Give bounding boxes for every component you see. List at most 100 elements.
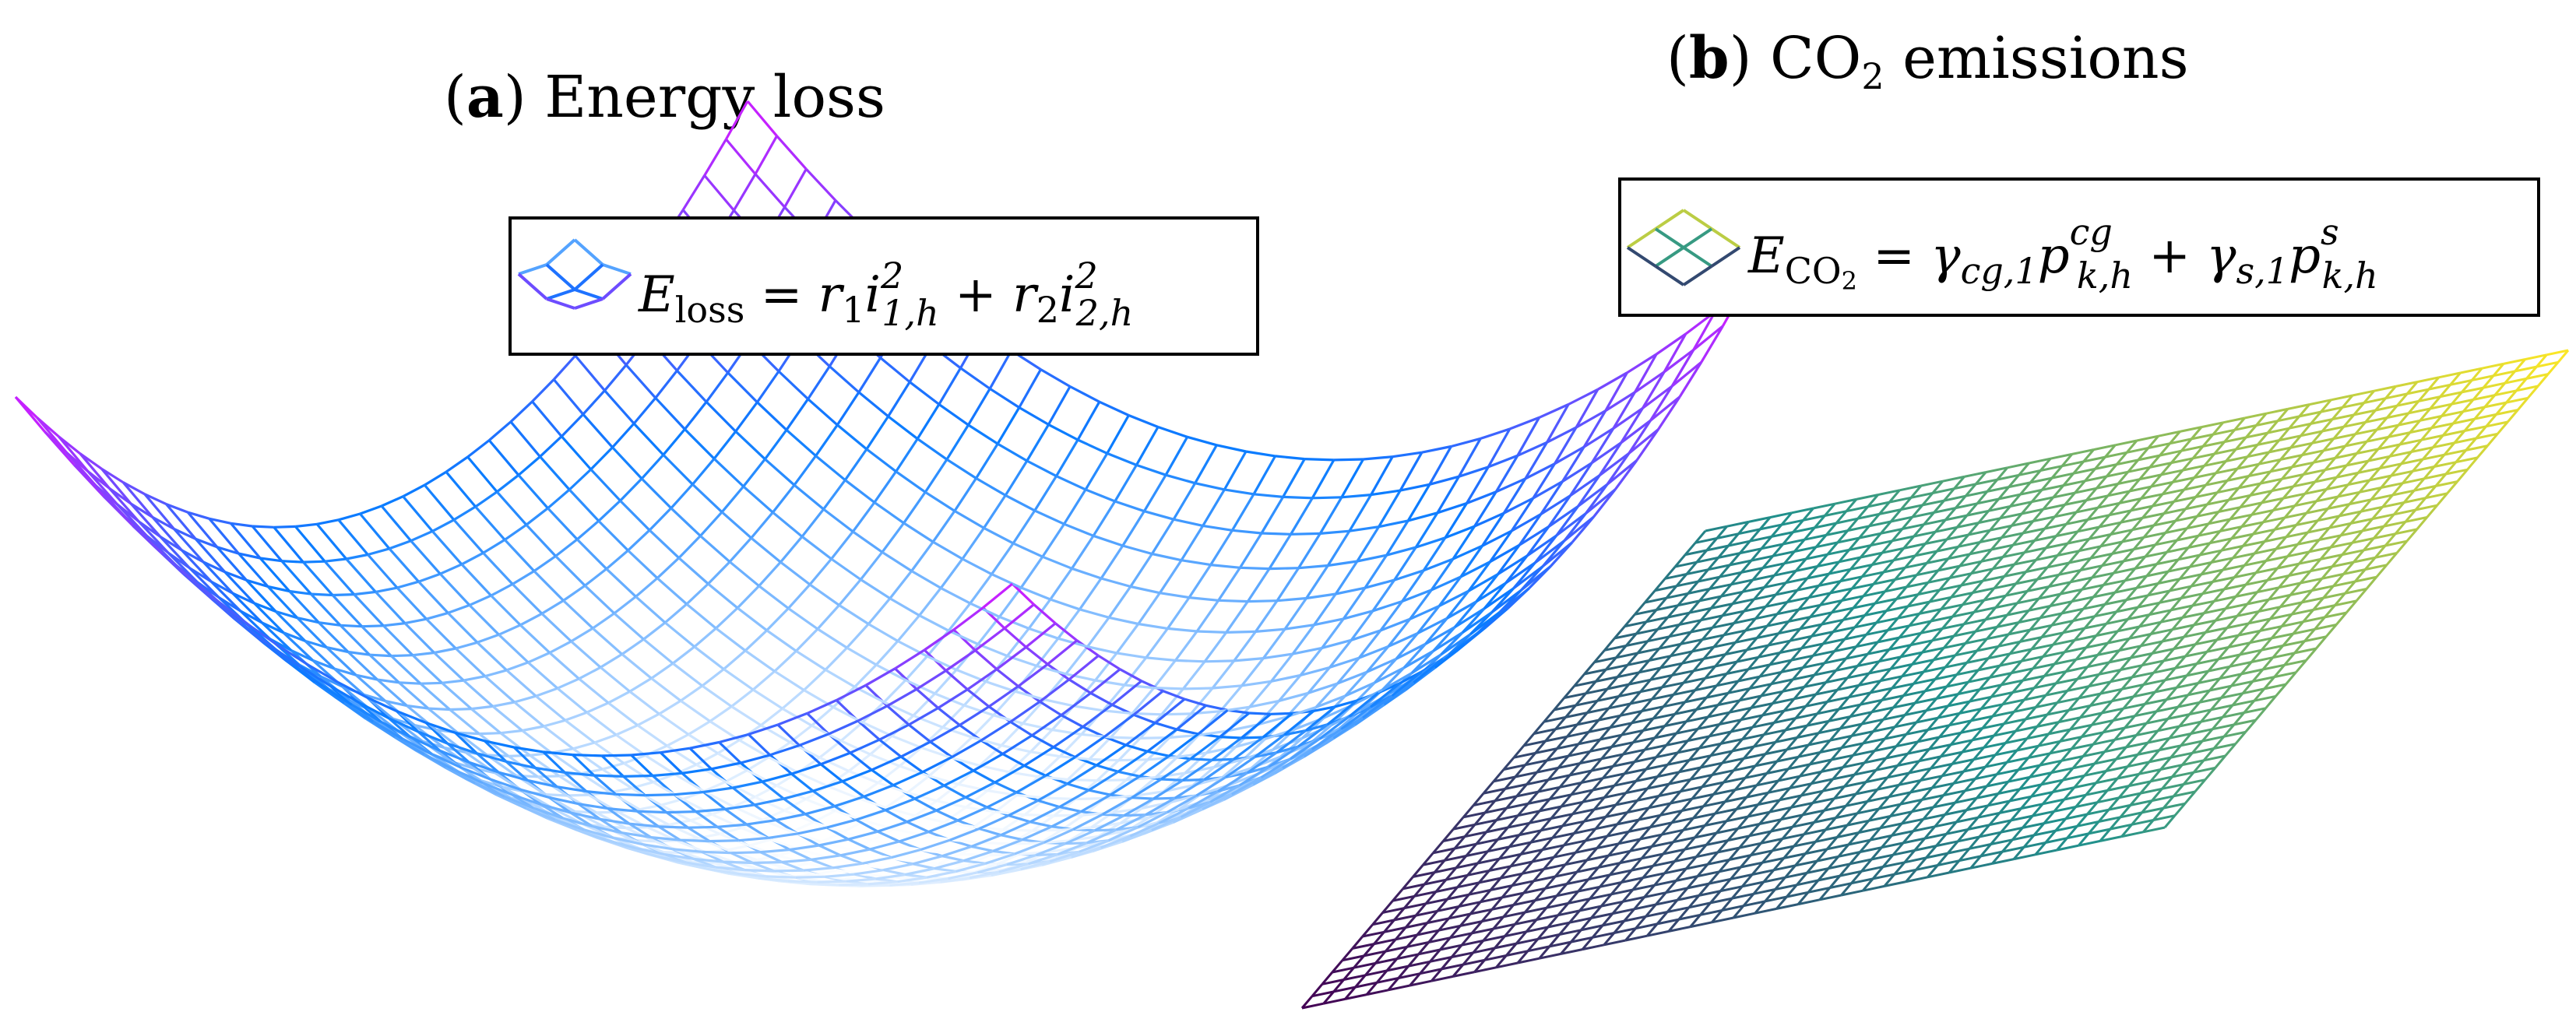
surface-grid-line bbox=[1500, 872, 1523, 880]
surface-grid-line bbox=[1344, 681, 1375, 697]
surface-grid-line bbox=[1965, 804, 1989, 812]
surface-grid-line bbox=[1998, 800, 2011, 814]
surface-grid-line bbox=[2148, 749, 2160, 763]
surface-grid-line bbox=[2065, 511, 2078, 525]
surface-grid-line bbox=[2131, 819, 2154, 826]
surface-grid-line bbox=[1100, 577, 1131, 589]
surface-grid-line bbox=[971, 834, 1001, 848]
surface-grid-line bbox=[2130, 652, 2153, 659]
surface-grid-line bbox=[2011, 667, 2033, 675]
surface-grid-line bbox=[889, 881, 920, 887]
surface-grid-line bbox=[1448, 912, 1471, 920]
surface-grid-line bbox=[1624, 915, 1646, 922]
surface-grid-line bbox=[1455, 855, 1467, 869]
surface-grid-line bbox=[1567, 891, 1579, 905]
surface-grid-line bbox=[1667, 759, 1690, 766]
surface-grid-line bbox=[1716, 525, 1728, 539]
surface-grid-line bbox=[932, 540, 963, 560]
surface-grid-line bbox=[1125, 743, 1148, 753]
surface-grid-line bbox=[425, 618, 457, 650]
surface-grid-line bbox=[1980, 696, 1993, 710]
surface-grid-line bbox=[1533, 721, 1545, 735]
surface-grid-line bbox=[938, 403, 970, 427]
surface-grid-line bbox=[2264, 683, 2286, 690]
surface-grid-line bbox=[1460, 932, 1473, 947]
surface-grid-line bbox=[1873, 726, 1895, 733]
surface-grid-line bbox=[1533, 534, 1558, 564]
surface-grid-line bbox=[1775, 582, 1787, 596]
surface-grid-line bbox=[978, 814, 1009, 830]
surface-grid-line bbox=[534, 767, 558, 788]
surface-grid-line bbox=[996, 668, 1019, 687]
surface-grid-line bbox=[1825, 676, 1848, 684]
surface-grid-line bbox=[1649, 395, 1681, 422]
surface-grid-line bbox=[1579, 905, 1602, 912]
surface-grid-line bbox=[1164, 436, 1189, 476]
surface-grid-line bbox=[899, 831, 929, 843]
surface-grid-line bbox=[1518, 822, 1531, 836]
surface-grid-line bbox=[1544, 728, 1557, 742]
surface-grid-line bbox=[783, 789, 814, 800]
surface-grid-line bbox=[529, 754, 561, 778]
surface-grid-line bbox=[1885, 598, 1898, 612]
surface-grid-line bbox=[1276, 729, 1307, 754]
surface-grid-line bbox=[729, 872, 759, 880]
surface-grid-line bbox=[1483, 799, 1497, 813]
surface-grid-line bbox=[709, 839, 739, 843]
surface-grid-line bbox=[1599, 881, 1622, 888]
surface-grid-line bbox=[1366, 657, 1397, 673]
surface-grid-line bbox=[2204, 767, 2216, 781]
surface-grid-line bbox=[1603, 637, 1616, 652]
surface-grid-line bbox=[1530, 836, 1553, 844]
surface-grid-line bbox=[1395, 933, 1418, 941]
surface-grid-line bbox=[1916, 729, 1929, 743]
surface-grid-line bbox=[1161, 778, 1183, 782]
surface-grid-line bbox=[1880, 822, 1902, 830]
surface-grid-line bbox=[1260, 496, 1284, 534]
surface-grid-line bbox=[1298, 564, 1328, 570]
surface-grid-line bbox=[2004, 737, 2028, 744]
surface-grid-line bbox=[2313, 604, 2335, 611]
surface-grid-line bbox=[1731, 892, 1754, 900]
surface-grid-line bbox=[1869, 827, 1881, 842]
surface-grid-line bbox=[1238, 765, 1270, 787]
surface-grid-line bbox=[2473, 406, 2486, 420]
surface-grid-line bbox=[1938, 577, 1951, 591]
surface-grid-line bbox=[1712, 769, 1734, 776]
surface-grid-line bbox=[1561, 446, 1585, 483]
surface-grid-line bbox=[2096, 642, 2109, 656]
surface-grid-line bbox=[460, 563, 492, 597]
surface-grid-line bbox=[2289, 434, 2302, 449]
surface-grid-line bbox=[1719, 866, 1741, 873]
surface-grid-line bbox=[377, 678, 399, 684]
surface-grid-line bbox=[340, 624, 362, 628]
surface-grid-line bbox=[2077, 673, 2099, 680]
surface-grid-line bbox=[2155, 705, 2179, 713]
surface-grid-line bbox=[1616, 811, 1628, 825]
surface-grid-line bbox=[818, 844, 842, 857]
surface-grid-line bbox=[2219, 518, 2231, 532]
surface-grid-line bbox=[1395, 926, 1407, 940]
surface-grid-line bbox=[1813, 810, 1825, 824]
surface-grid-line bbox=[1498, 845, 1511, 860]
surface-grid-line bbox=[1484, 806, 1507, 814]
surface-grid-line bbox=[2255, 413, 2268, 427]
surface-grid-line bbox=[2076, 518, 2089, 532]
surface-grid-line bbox=[380, 720, 411, 739]
surface-grid-line bbox=[476, 752, 500, 774]
surface-grid-line bbox=[2121, 831, 2144, 838]
surface-grid-line bbox=[1684, 836, 1696, 851]
surface-grid-line bbox=[1051, 728, 1082, 736]
surface-grid-line bbox=[2422, 446, 2434, 460]
surface-grid-line bbox=[2250, 501, 2263, 516]
surface-grid-line bbox=[658, 825, 681, 842]
surface-grid-line bbox=[2203, 600, 2215, 614]
surface-grid-line bbox=[1674, 708, 1697, 715]
surface-grid-line bbox=[1454, 607, 1485, 629]
surface-grid-line bbox=[396, 710, 427, 724]
surface-grid-line bbox=[584, 585, 615, 615]
surface-grid-line bbox=[1452, 816, 1465, 831]
surface-grid-line bbox=[562, 584, 586, 602]
surface-grid-line bbox=[879, 855, 910, 863]
surface-grid-line bbox=[468, 604, 500, 636]
